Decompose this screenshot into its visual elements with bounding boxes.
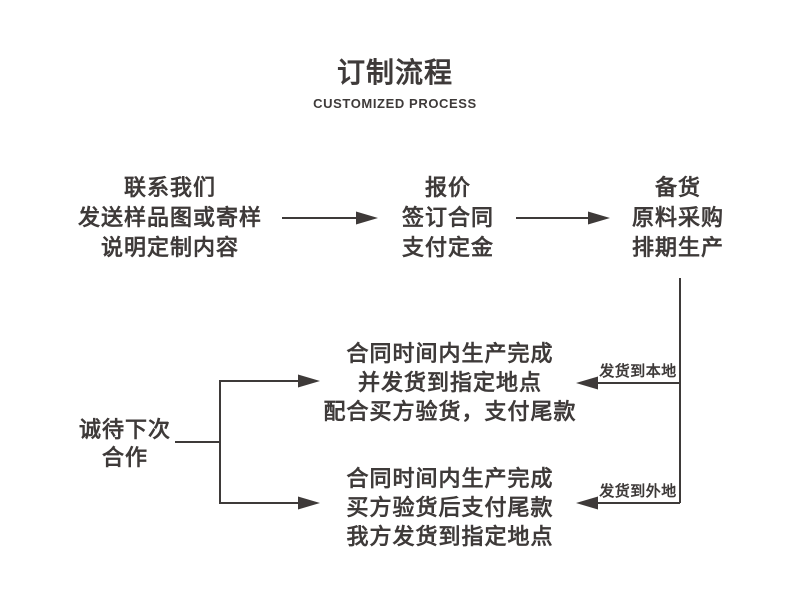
step-contact-line-2: 发送样品图或寄样 [77, 205, 262, 230]
page-subtitle: CUSTOMIZED PROCESS [313, 96, 477, 111]
ship-remote-label: 发货到外地 [599, 483, 677, 500]
closing-node: 诚待下次 合作 [55, 416, 195, 472]
branch-local-line-1: 合同时间内生产完成 [346, 341, 554, 366]
step-stock-line-2: 原料采购 [631, 205, 724, 230]
branch-remote-line-3: 我方发货到指定地点 [346, 524, 554, 549]
arrowhead-step2-step3-icon [588, 211, 610, 225]
step-quote-line-1: 报价 [424, 175, 471, 200]
branch-remote-block: 合同时间内生产完成 买方验货后支付尾款 我方发货到指定地点 [300, 464, 600, 551]
closing-line-1: 诚待下次 [78, 417, 171, 442]
ship-local-label: 发货到本地 [599, 363, 677, 380]
branch-local-line-3: 配合买方验货，支付尾款 [323, 399, 577, 424]
branch-remote-line-1: 合同时间内生产完成 [346, 466, 554, 491]
arrowhead-branch-remote-icon [576, 496, 598, 510]
branch-remote-line-2: 买方验货后支付尾款 [346, 495, 554, 520]
closing-line-2: 合作 [101, 445, 148, 470]
branch-local-line-2: 并发货到指定地点 [357, 370, 542, 395]
step-contact-line-1: 联系我们 [123, 175, 216, 200]
step-contact: 联系我们 发送样品图或寄样 说明定制内容 [40, 173, 300, 263]
arrowhead-branch-local-icon [576, 376, 598, 390]
step-quote-line-2: 签订合同 [401, 205, 494, 230]
arrowhead-closing-local-icon [298, 374, 320, 388]
arrowhead-step1-step2-icon [356, 211, 378, 225]
step-stock: 备货 原料采购 排期生产 [588, 173, 768, 263]
step-stock-line-1: 备货 [654, 175, 701, 200]
page-title: 订制流程 [336, 57, 453, 88]
step-quote-line-3: 支付定金 [401, 235, 494, 260]
branch-local-block: 合同时间内生产完成 并发货到指定地点 配合买方验货，支付尾款 [300, 339, 600, 426]
step-contact-line-3: 说明定制内容 [100, 235, 239, 260]
arrowhead-closing-remote-icon [298, 496, 320, 510]
step-quote: 报价 签订合同 支付定金 [358, 173, 538, 263]
step-stock-line-3: 排期生产 [631, 235, 724, 260]
